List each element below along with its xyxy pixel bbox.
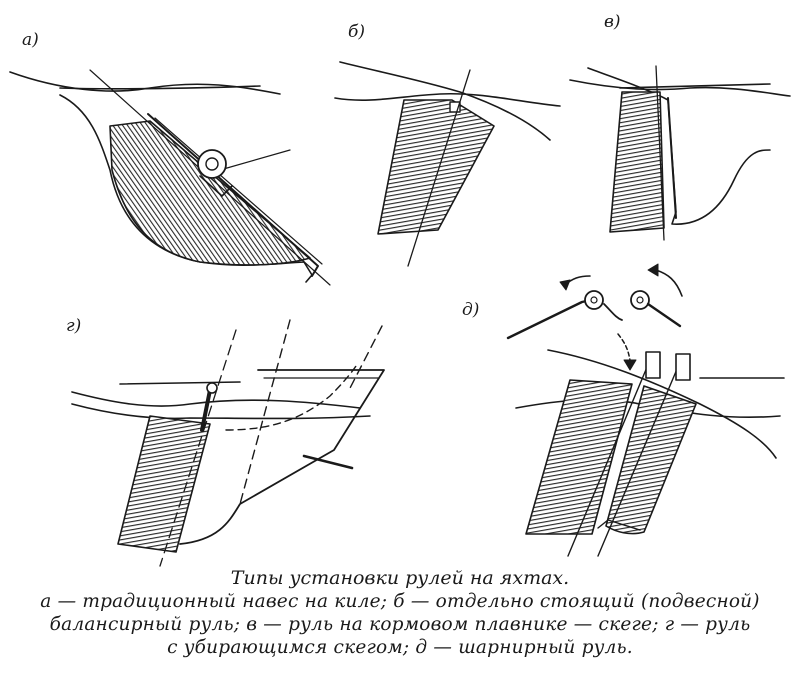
panel-g-blade (117, 415, 211, 553)
panel-d-head-left (645, 351, 661, 379)
panel-b-stock-box (449, 101, 461, 113)
panel-d-stock-right (597, 361, 681, 557)
panel-b-hull (339, 61, 551, 141)
panel-g-dashed-line-2 (347, 325, 383, 393)
panel-v-label: в) (604, 12, 621, 32)
panel-b-waterline (334, 92, 561, 107)
panel-d-down-arrow (617, 333, 631, 361)
panel-g-lever (302, 454, 354, 470)
panel-d-hinge-right-pin (636, 296, 644, 304)
panel-g-retractable-skeg-rudder (71, 319, 385, 567)
panel-a-tiller-line (219, 149, 291, 171)
panel-v-hull (587, 67, 771, 225)
panel-a-keel-fill (109, 120, 311, 266)
panel-b-balanced-rudder (334, 61, 561, 267)
panel-g-stock-line (159, 329, 237, 567)
panel-d-link (603, 303, 623, 321)
panel-a-bearing-lug (199, 175, 233, 197)
figure-caption: Типы установки рулей на яхтах. а — тради… (0, 566, 800, 659)
panel-v-blade (609, 91, 665, 233)
panel-a-bearing-ring (197, 149, 227, 179)
panel-d-head-right (675, 353, 691, 381)
panel-v-skeg-rudder (569, 65, 791, 241)
panel-a-label: а) (22, 30, 39, 50)
panel-v-stock-line (655, 65, 665, 241)
panel-a-transom-line (59, 85, 261, 90)
panel-d-tiller-right (646, 302, 682, 328)
caption-line-2: балансирный руль; в — руль на кормовом п… (49, 614, 751, 635)
panel-d-blade-right (605, 385, 697, 535)
panel-d-hull (547, 349, 777, 459)
panel-b-stock-line (407, 69, 471, 267)
panel-b-label: б) (348, 22, 366, 42)
caption-line-1: а — традиционный навес на киле; б — отде… (40, 591, 760, 612)
panel-a-rudder-post (154, 117, 323, 265)
panel-d-hinge-left (584, 290, 604, 310)
panel-v-waterline (569, 79, 791, 97)
panel-g-bolt-head (206, 382, 218, 394)
panel-v-transom (619, 83, 771, 89)
panel-g-label: г) (66, 316, 82, 336)
caption-line-3: с убирающимся скегом; д — шарнирный руль… (167, 637, 633, 658)
panel-g-hull-lower (71, 403, 371, 420)
panel-d-label: д) (462, 300, 480, 320)
panel-b-blade (377, 99, 495, 235)
panel-g-dashed-line-1 (239, 319, 291, 505)
panel-a-bearing-hole (205, 157, 219, 171)
panel-d-down-arrow-head (623, 359, 637, 371)
panel-g-bolt (200, 388, 212, 432)
panel-g-waterline (71, 391, 361, 409)
panel-d-rotate-arrow-left-head (559, 279, 571, 291)
panel-v-skeg-edge (667, 97, 677, 219)
panel-g-skeg-outline (179, 369, 385, 545)
panel-g-skeg-arc (225, 365, 357, 431)
panel-g-transom (119, 381, 241, 385)
panel-d-blade-left (525, 379, 633, 535)
panel-d-stock-left (567, 359, 651, 557)
panel-d-blade-tip (597, 519, 641, 531)
panel-d-rotate-arrow-right-head (647, 263, 659, 277)
panel-a-waterline (9, 71, 281, 95)
panel-d-rotate-arrow-right (655, 269, 683, 297)
panel-a-keel-hung-rudder (9, 69, 331, 286)
panel-d-hinged-rudder (506, 263, 785, 557)
panel-d-hinge-right (630, 290, 650, 310)
caption-title: Типы установки рулей на яхтах. (230, 567, 570, 589)
panel-d-hinge-left-pin (590, 296, 598, 304)
